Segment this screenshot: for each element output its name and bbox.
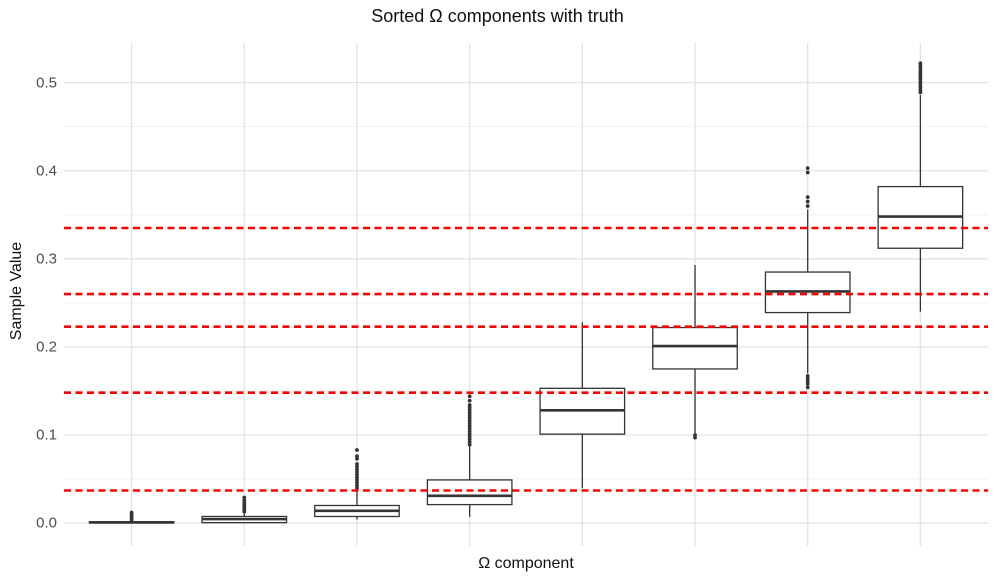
- y-tick-label: 0.3: [36, 250, 57, 268]
- outlier-point: [467, 442, 472, 447]
- outlier-point: [918, 69, 923, 74]
- y-tick-label: 0.0: [36, 514, 57, 532]
- outlier-point: [805, 382, 810, 386]
- outlier-point: [355, 456, 359, 461]
- boxplot-component-2: [201, 495, 288, 524]
- outlier-point: [355, 454, 359, 459]
- outlier-point: [355, 448, 359, 452]
- outlier-point: [355, 475, 359, 480]
- outlier-point: [467, 416, 472, 421]
- outlier-point: [805, 204, 810, 208]
- iqr-box: [426, 479, 513, 506]
- outlier-point: [467, 411, 472, 415]
- outlier-point: [467, 440, 472, 444]
- boxplot-component-3: [314, 448, 400, 520]
- outlier-point: [918, 77, 923, 82]
- y-tick-label: 0.5: [36, 74, 57, 92]
- outlier-point: [467, 394, 472, 399]
- outlier-point: [918, 90, 923, 95]
- outlier-point: [467, 413, 472, 418]
- outlier-point: [918, 82, 923, 87]
- boxplot-component-1: [88, 510, 175, 524]
- outlier-point: [805, 170, 810, 175]
- outlier-point: [805, 379, 810, 384]
- outlier-point: [355, 480, 359, 485]
- boxplot-component-4: [426, 394, 513, 517]
- outlier-point: [805, 385, 810, 390]
- outlier-point: [467, 405, 472, 410]
- y-tick-label: 0.2: [36, 338, 57, 356]
- outlier-point: [355, 467, 359, 472]
- outlier-point: [467, 419, 472, 423]
- outlier-point: [467, 432, 472, 437]
- outlier-point: [918, 64, 923, 68]
- outlier-point: [129, 510, 134, 515]
- outlier-point: [918, 74, 923, 79]
- outlier-point: [805, 166, 810, 170]
- outlier-point: [805, 374, 810, 378]
- outlier-point: [693, 433, 697, 437]
- y-tick-label: 0.1: [36, 426, 57, 444]
- outlier-point: [805, 195, 810, 200]
- truth-lines: [64, 226, 988, 492]
- outlier-point: [467, 403, 472, 407]
- outlier-point: [918, 85, 923, 89]
- outlier-point: [918, 66, 923, 71]
- outlier-point: [355, 483, 359, 488]
- outlier-point: [918, 87, 923, 92]
- outlier-point: [355, 485, 359, 490]
- outlier-point: [918, 79, 923, 84]
- outlier-point: [467, 424, 472, 429]
- outlier-point: [355, 470, 359, 474]
- outlier-point: [693, 435, 697, 440]
- outlier-point: [355, 462, 359, 466]
- outlier-point: [355, 464, 359, 469]
- x-axis-title: Ω component: [478, 555, 574, 572]
- outlier-point: [467, 421, 472, 426]
- outlier-point: [355, 472, 359, 477]
- outlier-point: [918, 61, 923, 66]
- outlier-point: [242, 500, 247, 505]
- y-tick-label: 0.4: [36, 162, 57, 180]
- outlier-point: [805, 376, 810, 381]
- boxplot-component-8: [877, 61, 964, 312]
- grid-major-y: [64, 81, 988, 524]
- outlier-point: [467, 437, 472, 442]
- iqr-box: [652, 326, 738, 370]
- outlier-point: [805, 199, 810, 204]
- plot-title: Sorted Ω components with truth: [371, 6, 624, 26]
- boxplot-component-7: [764, 166, 851, 390]
- outlier-point: [467, 398, 472, 403]
- outlier-point: [467, 408, 472, 413]
- outlier-point: [467, 434, 472, 439]
- outlier-point: [242, 495, 247, 500]
- boxplot-component-6: [652, 264, 738, 440]
- outlier-point: [355, 478, 359, 482]
- boxplot-component-5: [539, 322, 626, 488]
- outlier-point: [467, 429, 472, 434]
- outlier-point: [242, 498, 247, 503]
- outlier-point: [918, 71, 923, 76]
- outlier-point: [467, 426, 472, 431]
